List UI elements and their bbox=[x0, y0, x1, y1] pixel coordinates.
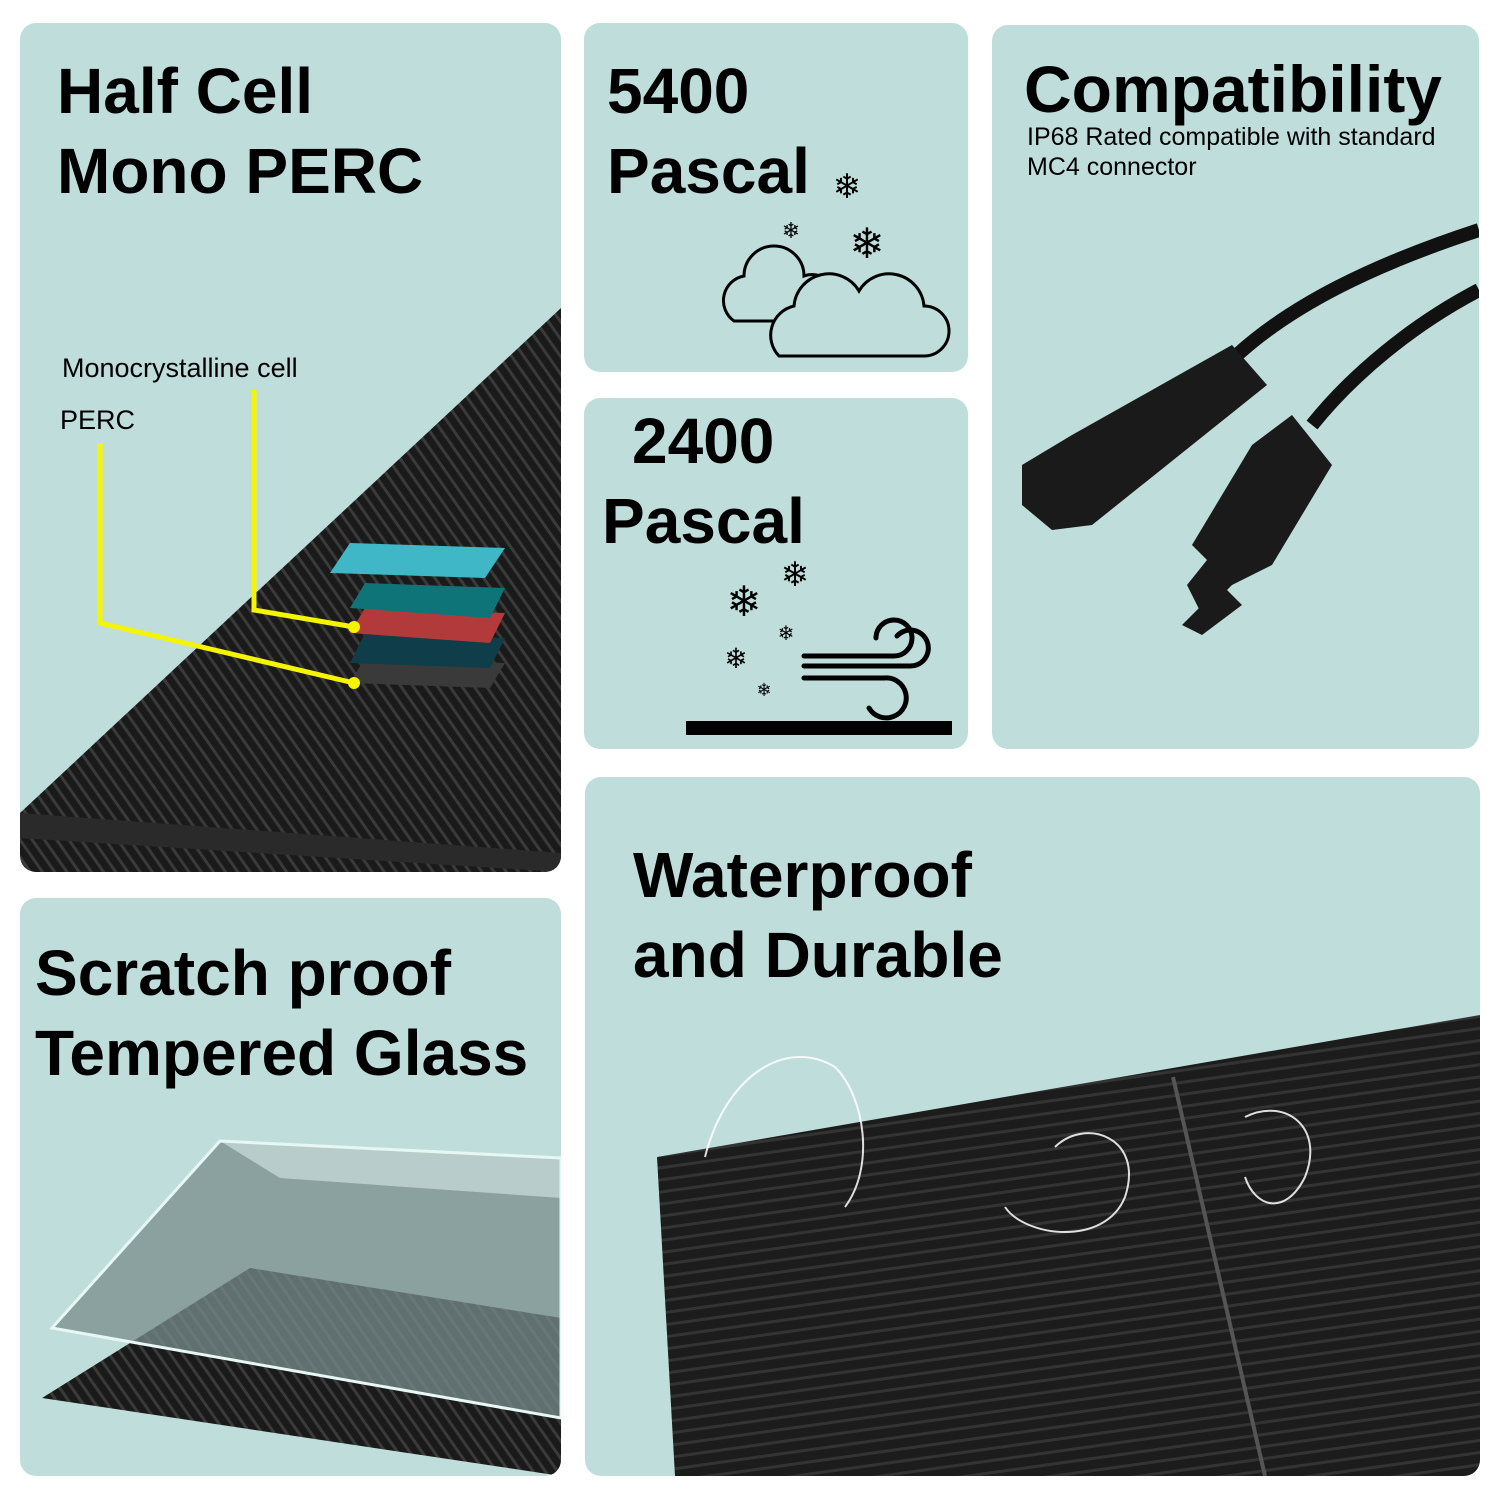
snow-wind-icon: ❄ ❄ ❄ ❄ ❄ bbox=[686, 556, 952, 735]
solar-panel-water-splash-illustration bbox=[657, 1015, 1480, 1476]
pascal-2400-unit: Pascal bbox=[602, 485, 805, 557]
svg-text:❄: ❄ bbox=[833, 168, 862, 206]
scratch-proof-card: Scratch proof Tempered Glass bbox=[20, 898, 561, 1476]
pascal-5400-value: 5400 bbox=[607, 55, 750, 127]
svg-text:❄: ❄ bbox=[724, 643, 747, 674]
compatibility-desc-line2: MC4 connector bbox=[1027, 153, 1197, 181]
snow-cloud-icon: ❄ ❄ ❄ bbox=[721, 168, 951, 358]
svg-text:❄: ❄ bbox=[756, 680, 771, 700]
svg-text:❄: ❄ bbox=[726, 578, 761, 625]
half-cell-title-line2: Mono PERC bbox=[57, 135, 424, 207]
svg-text:❄: ❄ bbox=[782, 218, 800, 243]
scratch-title-line2: Tempered Glass bbox=[35, 1017, 529, 1089]
compatibility-card: Compatibility IP68 Rated compatible with… bbox=[992, 25, 1479, 749]
solar-panel-layers-illustration bbox=[20, 308, 561, 872]
tempered-glass-illustration bbox=[42, 1139, 561, 1476]
compatibility-title: Compatibility bbox=[1024, 52, 1443, 126]
pascal-2400-card: ❄ ❄ ❄ ❄ ❄ 2400 Pascal bbox=[584, 398, 968, 749]
half-cell-title-line1: Half Cell bbox=[57, 55, 314, 127]
waterproof-card: Waterproof and Durable bbox=[585, 777, 1480, 1476]
compatibility-desc-line1: IP68 Rated compatible with standard bbox=[1027, 123, 1436, 151]
pascal-5400-card: ❄ ❄ ❄ 5400 Pascal bbox=[584, 23, 968, 372]
waterproof-title-line1: Waterproof bbox=[633, 839, 972, 911]
layer-stack bbox=[330, 543, 505, 688]
pascal-2400-value: 2400 bbox=[632, 405, 775, 477]
waterproof-title-line2: and Durable bbox=[633, 919, 1003, 991]
svg-text:❄: ❄ bbox=[849, 220, 884, 267]
svg-text:❄: ❄ bbox=[778, 623, 795, 645]
pascal-5400-unit: Pascal bbox=[607, 135, 810, 207]
monocrystalline-cell-label: Monocrystalline cell bbox=[62, 353, 298, 383]
scratch-title-line1: Scratch proof bbox=[35, 937, 452, 1009]
mc4-connector-icon bbox=[1022, 223, 1479, 635]
perc-label: PERC bbox=[60, 405, 136, 435]
half-cell-card: Half Cell Mono PERC Monocrystalline cell… bbox=[20, 23, 561, 872]
svg-text:❄: ❄ bbox=[781, 556, 810, 594]
